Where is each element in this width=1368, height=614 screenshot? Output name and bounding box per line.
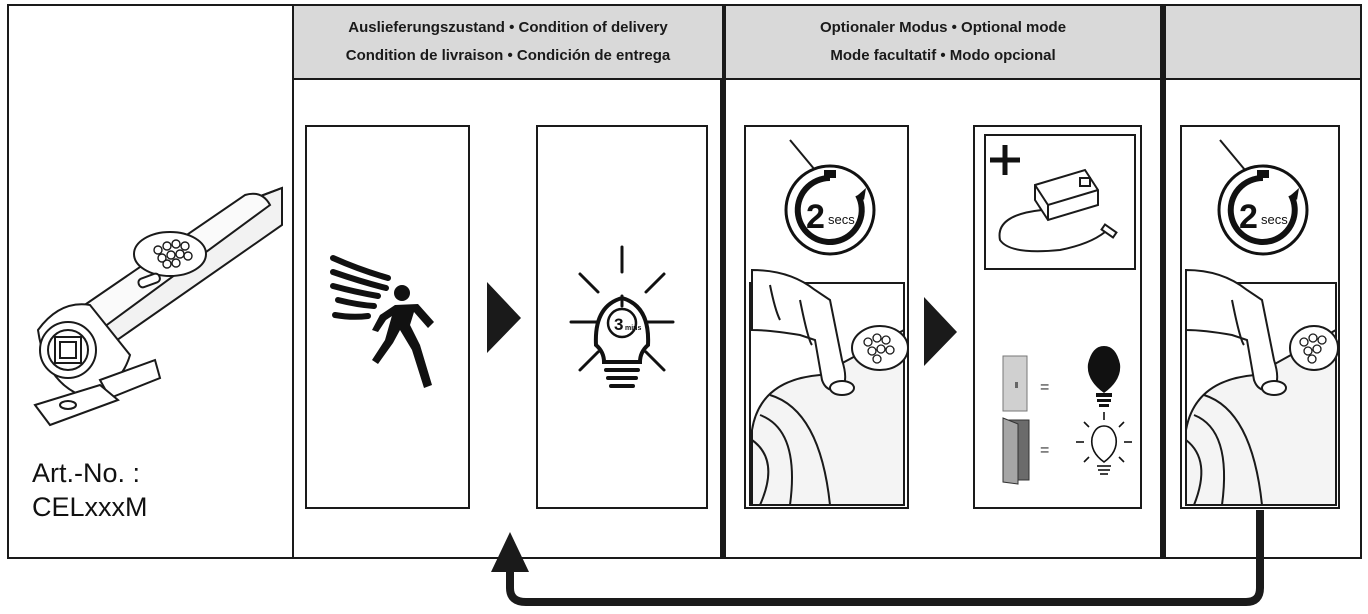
article-number-value: CELxxxM (32, 492, 148, 522)
header-delivery: Auslieferungszustand • Condition of deli… (294, 6, 722, 78)
legend-equals-2: = (1040, 442, 1049, 459)
walking-person-icon (372, 285, 434, 388)
reset-timer-unit: secs (1261, 212, 1288, 227)
light-bulb-timer-icon (569, 245, 675, 388)
delay-timer-unit: mins (625, 325, 641, 332)
stopwatch-icon-reset (1217, 164, 1309, 256)
header-delivery-line2: Condition de livraison • Condición de en… (345, 47, 671, 64)
plus-icon (990, 145, 1020, 175)
header-optional-line1: Optionaler Modus • Optional mode (819, 19, 1067, 36)
press-button-illustration (749, 139, 909, 506)
door-open-icon (1002, 417, 1030, 485)
arrow-next-2 (924, 297, 957, 366)
bulb-off-icon (1087, 346, 1121, 407)
return-loop-arrow (506, 510, 1264, 606)
press-timer-value: 2 (806, 198, 825, 236)
header-optional: Optionaler Modus • Optional mode Mode fa… (726, 6, 1160, 78)
header-optional-line2: Mode facultatif • Modo opcional (830, 47, 1056, 64)
legend-equals-1: = (1040, 379, 1049, 396)
door-closed-icon (1002, 355, 1028, 412)
sensor-product-illustration (33, 186, 283, 427)
reset-timer-value: 2 (1239, 198, 1258, 236)
header-delivery-line1: Auslieferungszustand • Condition of deli… (348, 19, 668, 36)
delay-timer-value: 3 (614, 315, 623, 334)
stopwatch-icon-press (784, 164, 876, 256)
arrow-next-1 (487, 282, 521, 353)
lamp-timer-card (536, 125, 708, 509)
door-contact-sensor-icon (998, 168, 1118, 253)
return-arrow-head (491, 532, 529, 572)
article-number: Art.-No. : CELxxxM (32, 456, 148, 524)
motion-sensing-icon (330, 255, 391, 320)
reset-press-illustration (1185, 139, 1339, 506)
outer-frame (7, 4, 1362, 559)
press-timer-unit: secs (828, 212, 855, 227)
bulb-on-icon (1076, 412, 1132, 475)
article-number-label: Art.-No. : (32, 458, 141, 488)
